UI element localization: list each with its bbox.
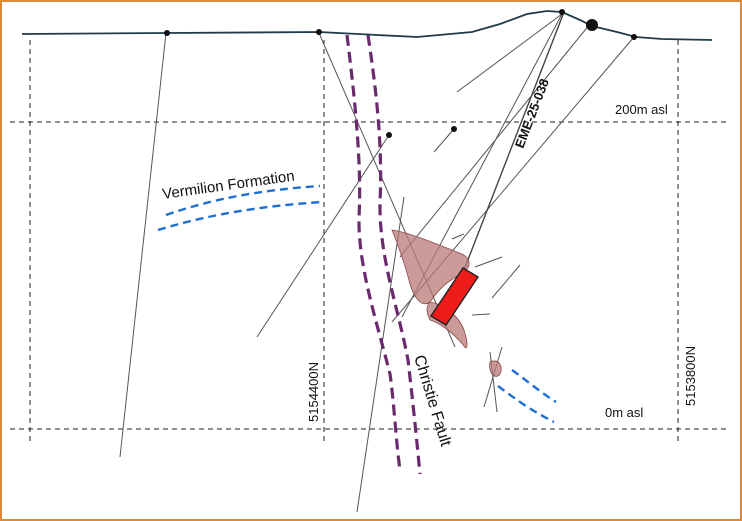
drillhole-9 [356,196,405,513]
fault-label: Christie Fault [410,353,454,449]
elevation-label-200m: 200m asl [615,102,668,117]
target-intercept [430,267,479,326]
christie-fault [345,34,422,475]
formation-contact-east-2 [497,385,555,424]
collar-4 [631,34,637,40]
drillhole-1 [119,32,167,458]
collar-5 [386,132,392,138]
collar-3 [559,9,565,15]
formation-contact-upper [165,184,321,217]
formation-label: Vermilion Formation [161,168,295,203]
elevation-label-0m: 0m asl [605,405,643,420]
vermilion-formation [157,184,557,424]
formation-contact-lower [157,200,323,232]
drillhole-4 [433,128,455,153]
fault-trace-east [366,34,422,475]
target-rectangle [430,267,479,326]
collar-eme-25-038 [586,19,598,31]
drillhole-12 [491,264,521,299]
drillhole-5 [456,13,563,93]
drillholes [119,13,635,513]
drillhole-label-eme-25-038: EME-25-038 [512,77,552,151]
drillhole-3 [256,134,390,338]
northing-gridlines [29,40,679,444]
formation-contact-east-1 [511,369,557,404]
northing-label-right: 5153800N [683,346,698,406]
elevation-gridlines [10,121,730,430]
mineralized-zone-small [489,360,502,377]
mineralized-zone-main [391,229,470,305]
northing-label-left: 5154400N [306,362,321,422]
fault-trace-west [345,34,402,471]
collar-1 [164,30,170,36]
topography-line [21,10,713,41]
drillhole-15 [474,256,503,268]
collar-6 [451,126,457,132]
drill-collars [164,9,637,138]
drillhole-eme-25-038 [463,11,565,271]
drillhole-2 [318,32,456,348]
drillhole-14 [471,313,491,316]
collar-2 [316,29,322,35]
drillhole-7 [399,23,591,258]
drillhole-13 [451,233,465,240]
